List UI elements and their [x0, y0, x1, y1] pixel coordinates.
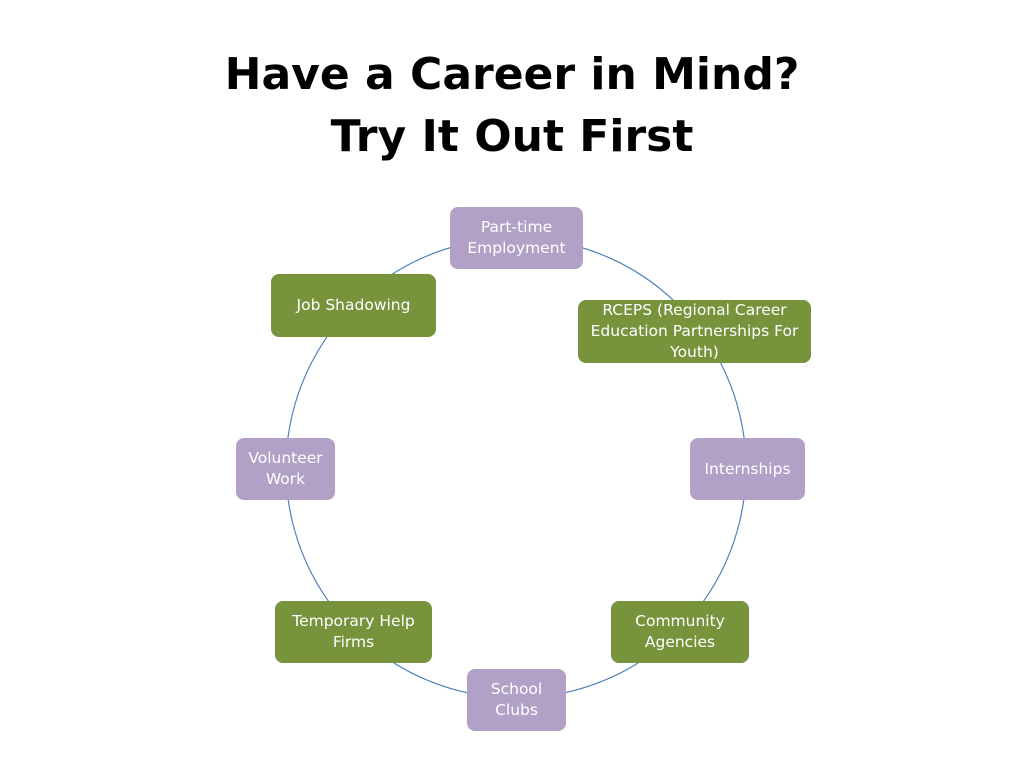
node-label: Part-time Employment: [467, 218, 566, 257]
title-line-1: Have a Career in Mind?: [224, 49, 800, 100]
node-volunteer-work: Volunteer Work: [236, 438, 335, 500]
node-label: Job Shadowing: [296, 296, 411, 314]
node-label: Volunteer Work: [248, 449, 323, 488]
slide-title: Have a Career in Mind? Try It Out First: [0, 44, 1024, 168]
node-part-time-employment: Part-time Employment: [450, 207, 583, 269]
title-line-2: Try It Out First: [330, 111, 694, 162]
node-internships: Internships: [690, 438, 805, 500]
node-rceps: RCEPS (Regional Career Education Partner…: [578, 300, 811, 363]
node-job-shadowing: Job Shadowing: [271, 274, 436, 337]
node-label: Internships: [704, 459, 791, 478]
node-temporary-help-firms: Temporary Help Firms: [275, 601, 432, 663]
node-school-clubs: School Clubs: [467, 669, 566, 731]
node-label: RCEPS (Regional Career Education Partner…: [590, 301, 799, 361]
node-label: Community Agencies: [635, 612, 725, 651]
node-label: Temporary Help Firms: [292, 612, 415, 651]
node-community-agencies: Community Agencies: [611, 601, 749, 663]
node-label: School Clubs: [490, 680, 543, 719]
